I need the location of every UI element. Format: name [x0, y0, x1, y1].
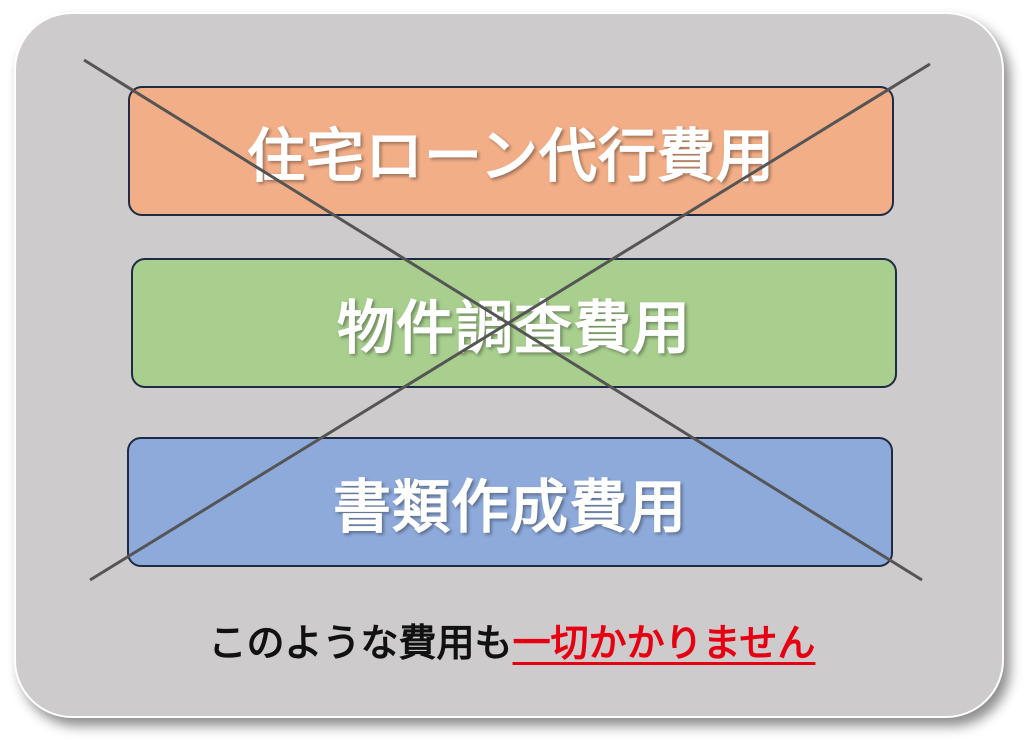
fee-item-loan-agency: 住宅ローン代行費用 [128, 86, 894, 216]
note-prefix: このような費用も [208, 621, 513, 665]
note-emphasis: 一切かかりません [512, 621, 816, 665]
fee-label-property-survey: 物件調査費用 [336, 294, 691, 362]
fee-item-property-survey: 物件調査費用 [131, 258, 897, 388]
no-fees-note: このような費用も一切かかりません [0, 612, 1024, 667]
fee-label-document-preparation: 書類作成費用 [332, 473, 687, 541]
fee-item-document-preparation: 書類作成費用 [127, 437, 893, 567]
fee-label-loan-agency: 住宅ローン代行費用 [246, 122, 776, 190]
